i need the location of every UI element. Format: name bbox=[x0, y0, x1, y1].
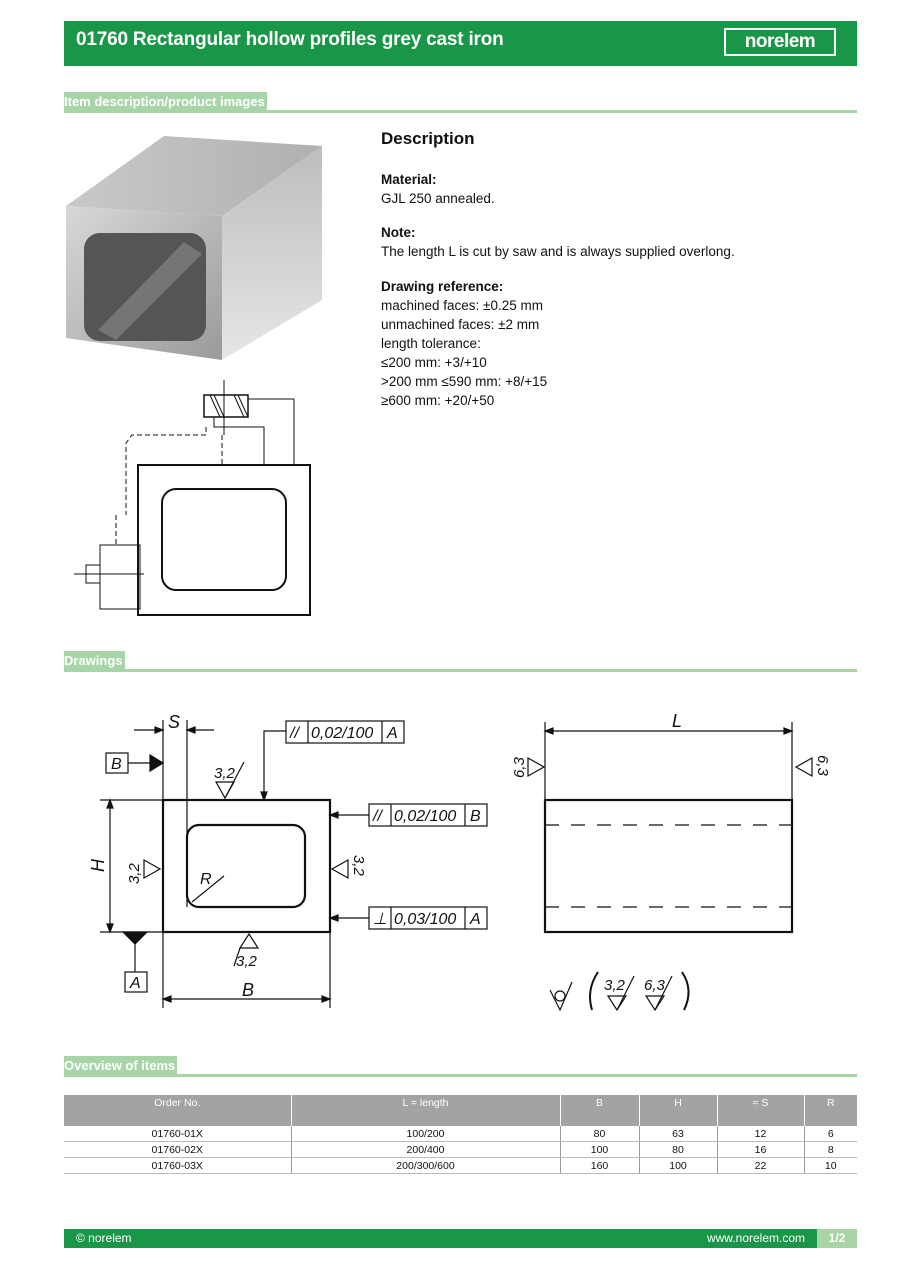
cell-h: 100 bbox=[638, 1157, 717, 1174]
section-divider bbox=[64, 1074, 857, 1077]
tolerance-2-datum: B bbox=[470, 808, 481, 825]
dim-h-label: H bbox=[88, 858, 108, 872]
note-block: Note: The length L is cut by saw and is … bbox=[381, 223, 735, 261]
drawing-reference-line: ≤200 mm: +3/+10 bbox=[381, 355, 487, 370]
svg-text://: // bbox=[372, 808, 383, 825]
drawing-reference-line: length tolerance: bbox=[381, 336, 481, 351]
cell-r: 10 bbox=[803, 1157, 857, 1174]
cell-s: 22 bbox=[716, 1157, 804, 1174]
datum-a-label: A bbox=[129, 975, 141, 992]
table-row: 01760-03X 200/300/600 160 100 22 10 bbox=[64, 1157, 857, 1174]
product-photo bbox=[66, 136, 322, 360]
note-value: The length L is cut by saw and is always… bbox=[381, 244, 735, 259]
cell-length: 200/400 bbox=[290, 1141, 560, 1158]
drawing-reference-line: ≥600 mm: +20/+50 bbox=[381, 393, 495, 408]
dim-r-label: R bbox=[200, 871, 212, 888]
header-h: H bbox=[638, 1095, 717, 1126]
cell-s: 16 bbox=[716, 1141, 804, 1158]
svg-text://: // bbox=[289, 725, 300, 742]
cell-r: 8 bbox=[803, 1141, 857, 1158]
roughness-bottom: 3,2 bbox=[236, 953, 258, 970]
cell-s: 12 bbox=[716, 1126, 804, 1142]
section-divider bbox=[64, 110, 857, 113]
norelem-logo: norelem bbox=[724, 28, 836, 56]
roughness-side-left: 6,3 bbox=[511, 756, 528, 778]
side-view-drawing: L 6,3 6,3 3,2 6,3 bbox=[511, 711, 831, 1012]
table-header-row: Order No. L = length B H ≈ S R bbox=[64, 1095, 857, 1126]
items-table: Order No. L = length B H ≈ S R 01760-01X… bbox=[64, 1095, 857, 1174]
page-header: 01760 Rectangular hollow profiles grey c… bbox=[64, 21, 857, 66]
description-heading: Description bbox=[381, 129, 475, 148]
note-label: Note: bbox=[381, 225, 416, 240]
tolerance-3-value: 0,03/100 bbox=[394, 911, 456, 928]
dim-l-label: L bbox=[672, 711, 682, 731]
section-item-description: Item description/product images bbox=[64, 92, 267, 111]
cell-b: 80 bbox=[559, 1126, 639, 1142]
material-label: Material: bbox=[381, 172, 437, 187]
drawing-reference-line: unmachined faces: ±2 mm bbox=[381, 317, 540, 332]
header-length: L = length bbox=[290, 1095, 560, 1126]
table-row: 01760-02X 200/400 100 80 16 8 bbox=[64, 1141, 857, 1158]
svg-text:⊥: ⊥ bbox=[373, 911, 387, 928]
roughness-top: 3,2 bbox=[214, 765, 236, 782]
cell-b: 160 bbox=[559, 1157, 639, 1174]
front-view-drawing: S H B R B A // 0,02/100 A // 0,02/100 B … bbox=[88, 712, 488, 1008]
tolerance-1-value: 0,02/100 bbox=[311, 725, 373, 742]
drawing-reference-line: >200 mm ≤590 mm: +8/+15 bbox=[381, 374, 548, 389]
footer-page-number: 1/2 bbox=[817, 1229, 857, 1248]
cell-order-no: 01760-02X bbox=[64, 1141, 291, 1158]
roughness-right: 3,2 bbox=[350, 855, 367, 877]
cell-b: 100 bbox=[559, 1141, 639, 1158]
header-b: B bbox=[559, 1095, 639, 1126]
table-row: 01760-01X 100/200 80 63 12 6 bbox=[64, 1126, 857, 1142]
cell-r: 6 bbox=[803, 1126, 857, 1142]
section-drawings: Drawings bbox=[64, 651, 125, 670]
material-value: GJL 250 annealed. bbox=[381, 191, 495, 206]
footer-copyright: © norelem bbox=[76, 1231, 132, 1245]
cell-length: 100/200 bbox=[290, 1126, 560, 1142]
cell-length: 200/300/600 bbox=[290, 1157, 560, 1174]
dim-s-label: S bbox=[168, 712, 180, 732]
header-s: ≈ S bbox=[716, 1095, 804, 1126]
cell-order-no: 01760-01X bbox=[64, 1126, 291, 1142]
drawing-reference-label: Drawing reference: bbox=[381, 279, 504, 294]
tolerance-2-value: 0,02/100 bbox=[394, 808, 456, 825]
material-block: Material: GJL 250 annealed. bbox=[381, 170, 495, 208]
cell-order-no: 01760-03X bbox=[64, 1157, 291, 1174]
roughness-left: 3,2 bbox=[126, 862, 143, 884]
footer-website-link[interactable]: www.norelem.com bbox=[706, 1231, 805, 1245]
roughness-note-2: 6,3 bbox=[644, 977, 666, 994]
tolerance-1-datum: A bbox=[386, 725, 398, 742]
cell-h: 80 bbox=[638, 1141, 717, 1158]
section-divider bbox=[64, 669, 857, 672]
clamp-drawing bbox=[74, 380, 311, 616]
drawing-reference-block: Drawing reference: machined faces: ±0.25… bbox=[381, 277, 547, 410]
page-title: 01760 Rectangular hollow profiles grey c… bbox=[76, 29, 504, 50]
header-order-no: Order No. bbox=[64, 1095, 291, 1126]
tolerance-3-datum: A bbox=[469, 911, 481, 928]
cell-h: 63 bbox=[638, 1126, 717, 1142]
roughness-note-1: 3,2 bbox=[604, 977, 626, 994]
drawing-reference-line: machined faces: ±0.25 mm bbox=[381, 298, 543, 313]
dim-b-label: B bbox=[242, 980, 254, 1000]
page-footer: © norelem www.norelem.com 1/2 bbox=[64, 1229, 857, 1248]
roughness-side-right: 6,3 bbox=[814, 755, 831, 777]
section-overview: Overview of items bbox=[64, 1056, 178, 1075]
datum-b-label: B bbox=[111, 756, 122, 773]
header-r: R bbox=[803, 1095, 857, 1126]
